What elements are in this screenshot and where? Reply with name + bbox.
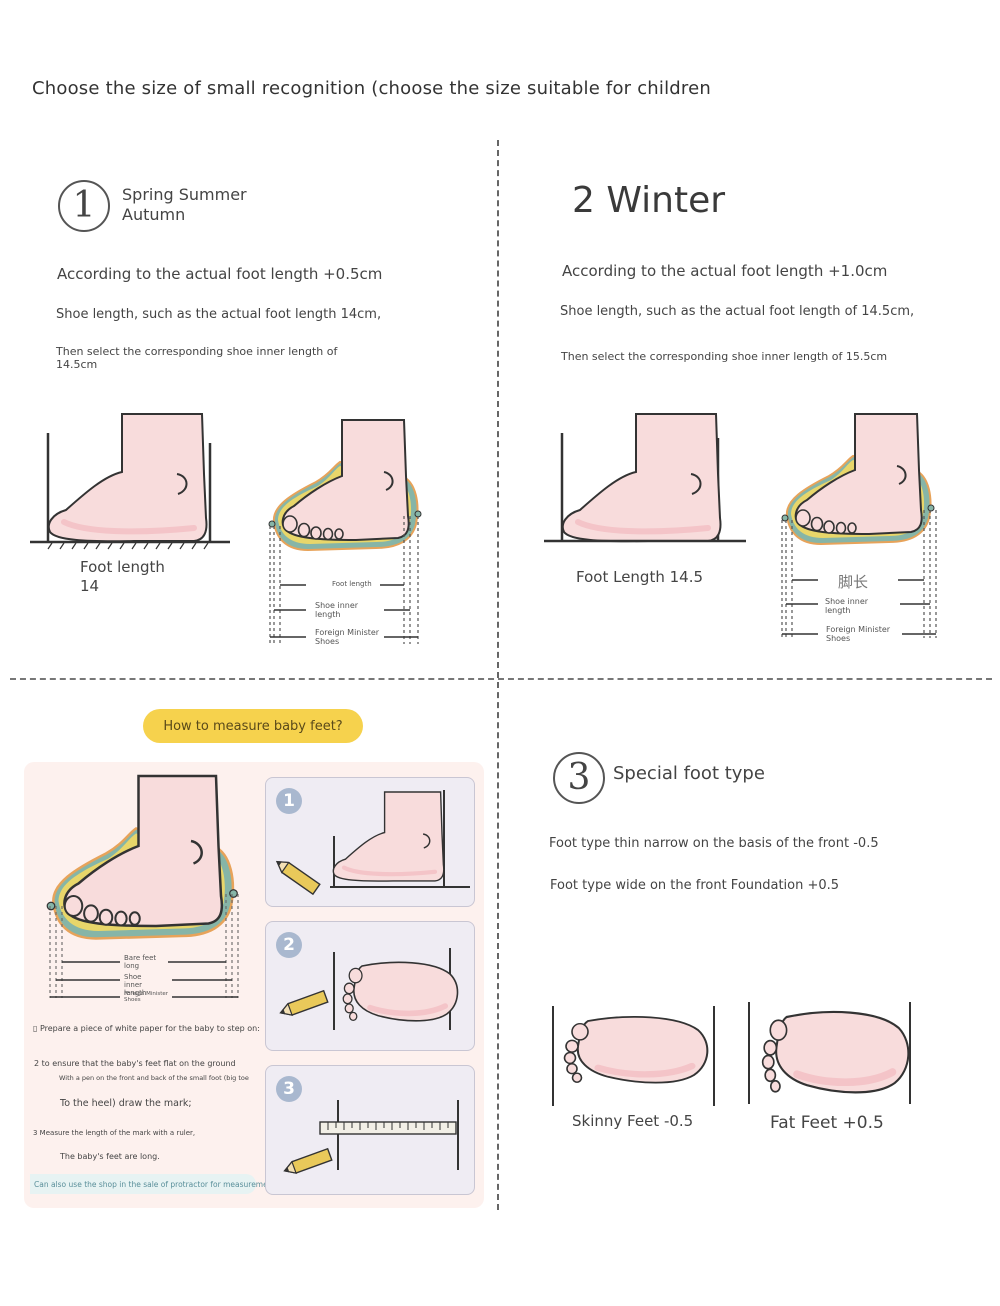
label-bare-feet: Bare feet long bbox=[124, 954, 157, 970]
label-shoe-inner-winter: Shoe inner length bbox=[825, 597, 869, 615]
winter-foot-length-label: Foot Length 14.5 bbox=[576, 568, 704, 586]
measure-insole-illustration bbox=[46, 774, 239, 998]
label-outer: Foreign Minister Shoes bbox=[315, 628, 380, 646]
foot-measure-illustration-winter bbox=[544, 408, 746, 558]
fat-feet-label: Fat Feet +0.5 bbox=[770, 1113, 884, 1133]
winter-title: 2 Winter bbox=[572, 180, 726, 221]
step-panel-2: 2 bbox=[265, 921, 475, 1051]
winter-example: Shoe length, such as the actual foot len… bbox=[560, 304, 915, 319]
section-number-1: 1 bbox=[58, 180, 110, 232]
step-1-illustration bbox=[272, 778, 470, 895]
measure-tip: Can also use the shop in the sale of pro… bbox=[30, 1174, 275, 1194]
step-panel-1: 1 bbox=[265, 777, 475, 907]
step-number-1: 1 bbox=[276, 788, 302, 814]
special-thin-rule: Foot type thin narrow on the basis of th… bbox=[549, 836, 879, 851]
label-foot-length-cn: 脚长 bbox=[838, 573, 869, 591]
measure-step-3: 3 Measure the length of the mark with a … bbox=[33, 1129, 196, 1137]
special-title: Special foot type bbox=[613, 763, 765, 784]
measure-step-3b: The baby's feet are long. bbox=[60, 1152, 160, 1161]
step-3-illustration bbox=[281, 1100, 459, 1178]
insole-illustration bbox=[268, 419, 422, 644]
measure-step-2c: To the heel) draw the mark; bbox=[60, 1098, 192, 1109]
vertical-divider bbox=[497, 140, 499, 1210]
label-outer-winter: Foreign Minister Shoes bbox=[826, 625, 891, 643]
how-to-measure-button[interactable]: How to measure baby feet? bbox=[143, 709, 363, 743]
season-line-1: Spring Summer bbox=[122, 185, 247, 204]
label-outer-measure: Foreign Minister Shoes bbox=[124, 991, 169, 1003]
spring-example: Shoe length, such as the actual foot len… bbox=[56, 307, 382, 322]
winter-select: Then select the corresponding shoe inner… bbox=[561, 350, 888, 363]
step-number-2: 2 bbox=[276, 932, 302, 958]
measure-step-1: ▯ Prepare a piece of white paper for the… bbox=[33, 1024, 260, 1033]
winter-rule: According to the actual foot length +1.0… bbox=[562, 262, 888, 280]
horizontal-divider bbox=[10, 678, 992, 680]
label-shoe-inner: Shoe inner length bbox=[315, 601, 359, 619]
foot-length-label: Foot length bbox=[80, 558, 165, 576]
measure-step-2b: With a pen on the front and back of the … bbox=[59, 1074, 249, 1082]
season-line-2: Autumn bbox=[122, 205, 186, 224]
skinny-feet-label: Skinny Feet -0.5 bbox=[572, 1112, 694, 1130]
foot-length-value: 14 bbox=[80, 577, 100, 595]
label-shoe-inner-measure: Shoe inner length bbox=[124, 973, 147, 997]
fat-foot-illustration bbox=[748, 1002, 914, 1104]
label-foot-length: Foot length bbox=[332, 580, 372, 588]
spring-select: Then select the corresponding shoe inner… bbox=[56, 345, 338, 371]
foot-measure-illustration bbox=[30, 408, 230, 550]
step-panel-3: 3 bbox=[265, 1065, 475, 1195]
measure-step-2: 2 to ensure that the baby's feet flat on… bbox=[34, 1059, 236, 1068]
step-number-3: 3 bbox=[276, 1076, 302, 1102]
step-2-illustration bbox=[277, 948, 475, 1030]
page-title: Choose the size of small recognition (ch… bbox=[32, 78, 712, 99]
special-wide-rule: Foot type wide on the front Foundation +… bbox=[550, 878, 840, 893]
skinny-foot-illustration bbox=[552, 1006, 715, 1106]
spring-rule: According to the actual foot length +0.5… bbox=[57, 265, 383, 283]
section-number-3: 3 bbox=[553, 752, 605, 804]
insole-illustration-winter bbox=[781, 413, 937, 638]
